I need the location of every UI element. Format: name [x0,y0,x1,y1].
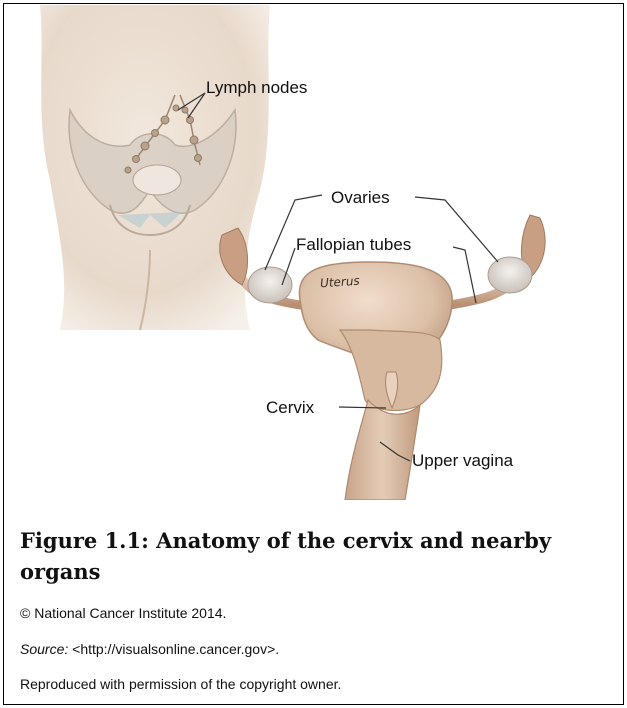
label-ovaries: Ovaries [331,189,390,206]
figure-caption: Figure 1.1: Anatomy of the cervix and ne… [20,525,610,587]
label-cervix: Cervix [266,399,314,416]
left-ovary [248,267,292,303]
source-url: <http://visualsonline.cancer.gov>. [72,641,279,657]
label-fallopian-tubes: Fallopian tubes [296,236,411,253]
right-ovary [488,257,532,293]
copyright-line: © National Cancer Institute 2014. [20,606,226,620]
label-lymph-nodes: Lymph nodes [206,79,307,96]
upper-vagina [345,400,420,500]
source-line: Source: <http://visualsonline.cancer.gov… [20,642,279,656]
permission-line: Reproduced with permission of the copyri… [20,677,341,691]
uterus-small [133,165,181,195]
label-uterus: Uterus [320,275,360,290]
label-upper-vagina: Upper vagina [412,452,513,469]
source-label: Source: [20,641,68,657]
